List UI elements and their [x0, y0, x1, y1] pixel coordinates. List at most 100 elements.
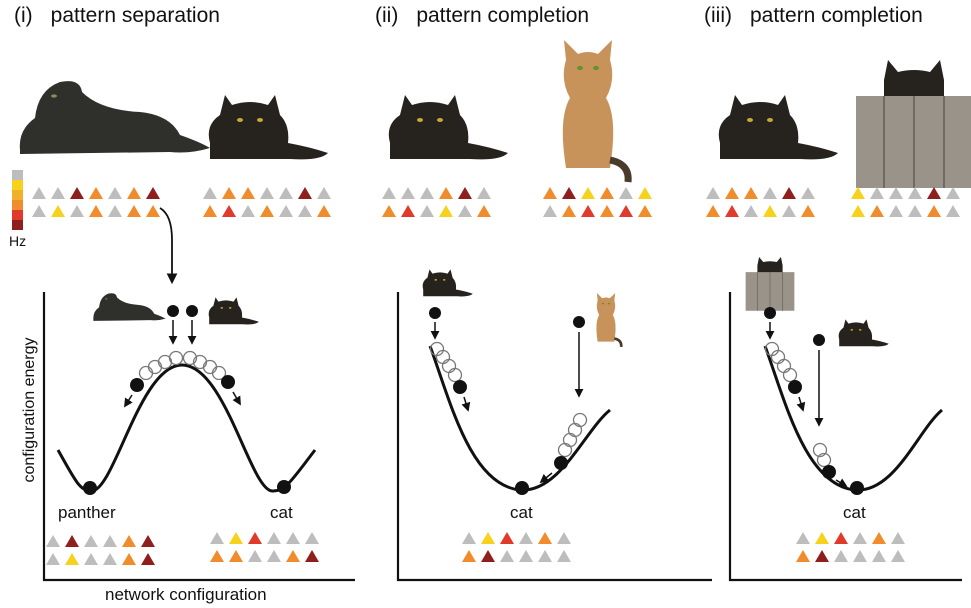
panel-1-pattern-b-triangle	[203, 205, 217, 217]
panel-2-minimum-cat-triangle	[519, 532, 533, 544]
panel-3-pattern-b-triangle	[927, 187, 941, 199]
panel-1-minimum-panther-triangle	[141, 553, 155, 565]
panel-1-minimum-cat-triangle	[305, 532, 319, 544]
panel-1-minimum-cat-triangle	[305, 550, 319, 562]
black-cat-icon	[208, 297, 259, 325]
panel-1-minimum-cat-triangle	[267, 550, 281, 562]
panel-1-minimum-cat-triangle	[286, 550, 300, 562]
panel-1-minimum-cat-triangle	[210, 550, 224, 562]
panel-3-minimum-cat-triangle	[872, 532, 886, 544]
panel-3-pattern-a-triangle	[706, 205, 720, 217]
panel-3-pattern-b-triangle	[851, 205, 865, 217]
panel-1-minimum-panther-triangle	[103, 535, 117, 547]
panel-1-pattern-b-triangle	[241, 205, 255, 217]
panel-3-pattern-b-triangle	[870, 205, 884, 217]
panel-3-pattern-b-triangle	[946, 187, 960, 199]
panel-1-pattern-a-triangle	[108, 205, 122, 217]
panel-1-pattern-b-triangle	[279, 205, 293, 217]
panel-2-pattern-a-triangle	[477, 205, 491, 217]
panel-3-pattern-b-triangle	[946, 205, 960, 217]
black-cat-image-2	[388, 95, 508, 160]
axes-panel-3	[728, 292, 962, 582]
panel-1-minimum-panther-triangle	[122, 553, 136, 565]
panel-2-pattern-b-triangle	[581, 187, 595, 199]
panel-3-pattern-a-triangle	[725, 187, 739, 199]
panel-1-pattern-a-triangle	[127, 205, 141, 217]
panel-1-pattern-b-triangle	[260, 187, 274, 199]
panel-2-title: (ii)pattern completion	[375, 4, 589, 28]
panel-1-minimum-cat-triangle	[267, 532, 281, 544]
energy-curve-panel-1	[56, 363, 317, 493]
panel-2-pattern-b-triangle	[638, 205, 652, 217]
panel-2-title-text: pattern completion	[416, 4, 590, 27]
panel-1-pattern-a-triangle	[51, 187, 65, 199]
axes-panel-2	[396, 292, 712, 582]
panel-1-pattern-a-triangle	[108, 187, 122, 199]
panel-1-pattern-a-triangle	[32, 187, 46, 199]
panel-1-pattern-b-triangle	[298, 187, 312, 199]
panel-1-pattern-b-triangle	[260, 205, 274, 217]
panel-1-minimum-panther-triangle	[46, 553, 60, 565]
panel-2-minimum-cat-triangle	[557, 532, 571, 544]
panel-2-pattern-a-triangle	[401, 187, 415, 199]
panel-1-pattern-a-triangle	[146, 187, 160, 199]
panel-2-pattern-a-triangle	[401, 205, 415, 217]
panel-3-minimum-cat-triangle	[815, 532, 829, 544]
panel-3-title-text: pattern completion	[749, 4, 923, 27]
panel-3-pattern-b-triangle	[889, 205, 903, 217]
panel-2-minimum-cat-triangle	[481, 550, 495, 562]
panel-1-pattern-b-triangle	[317, 187, 331, 199]
tabby-cat-image	[563, 40, 628, 182]
panel-1-title-text: pattern separation	[50, 4, 220, 27]
panel-1-pattern-b-triangle	[279, 187, 293, 199]
panel-3-minimum-cat-triangle	[891, 532, 905, 544]
panel-2-pattern-b-triangle	[581, 205, 595, 217]
panel-1-pattern-b-triangle	[298, 205, 312, 217]
panel-1-pattern-b-triangle	[203, 187, 217, 199]
panel-2-minimum-cat-triangle	[462, 532, 476, 544]
panel-1-number: (i)	[14, 4, 33, 27]
panel-3-minimum-cat-triangle	[891, 550, 905, 562]
panel-2-pattern-b-triangle	[562, 205, 576, 217]
colorbar	[12, 170, 23, 230]
panel-3-minimum-cat-triangle	[853, 550, 867, 562]
panel-2-pattern-a-triangle	[382, 205, 396, 217]
minimum-label-cat-3: cat	[843, 503, 866, 522]
panel-3-pattern-b-triangle	[908, 187, 922, 199]
panel-2-trajectories	[429, 307, 588, 495]
panel-3-pattern-a-triangle	[782, 205, 796, 217]
black-cat-icon-2	[422, 269, 473, 297]
panel-2-pattern-a-triangle	[420, 205, 434, 217]
black-cat-image	[208, 95, 328, 160]
minimum-label-cat-2: cat	[510, 503, 533, 522]
panel-3-minimum-cat-triangle	[872, 550, 886, 562]
panel-2-pattern-a-triangle	[477, 187, 491, 199]
panel-1-minimum-panther-triangle	[84, 553, 98, 565]
panel-3-pattern-a-triangle	[706, 187, 720, 199]
panel-1-pattern-a-triangle	[146, 205, 160, 217]
minimum-label-panther: panther	[58, 503, 116, 522]
panther-image	[19, 81, 210, 154]
panel-3-trajectories	[764, 307, 864, 495]
panel-2-minimum-cat-triangle	[538, 532, 552, 544]
panel-1-minimum-cat-triangle	[210, 532, 224, 544]
panel-3-pattern-a-triangle	[725, 205, 739, 217]
panel-2-pattern-b-triangle	[619, 187, 633, 199]
panel-1-pattern-b-triangle	[317, 205, 331, 217]
panel-2-pattern-b-triangle	[543, 187, 557, 199]
panel-1-trajectories	[83, 207, 291, 495]
panther-icon	[93, 293, 166, 321]
minimum-label-cat: cat	[270, 503, 293, 522]
panel-2-pattern-a-triangle	[382, 187, 396, 199]
panel-3-number: (iii)	[704, 4, 732, 27]
panel-1-pattern-a-triangle	[32, 205, 46, 217]
panel-2-pattern-a-triangle	[439, 187, 453, 199]
panel-1-pattern-a-triangle	[70, 187, 84, 199]
panel-1-minimum-panther-triangle	[65, 535, 79, 547]
panel-3-minimum-cat-triangle	[853, 532, 867, 544]
panel-1-pattern-a-triangle	[89, 205, 103, 217]
panel-3-pattern-b-triangle	[927, 205, 941, 217]
panel-1-minimum-cat-triangle	[229, 550, 243, 562]
panel-1-title: (i) pattern separation	[14, 4, 220, 28]
